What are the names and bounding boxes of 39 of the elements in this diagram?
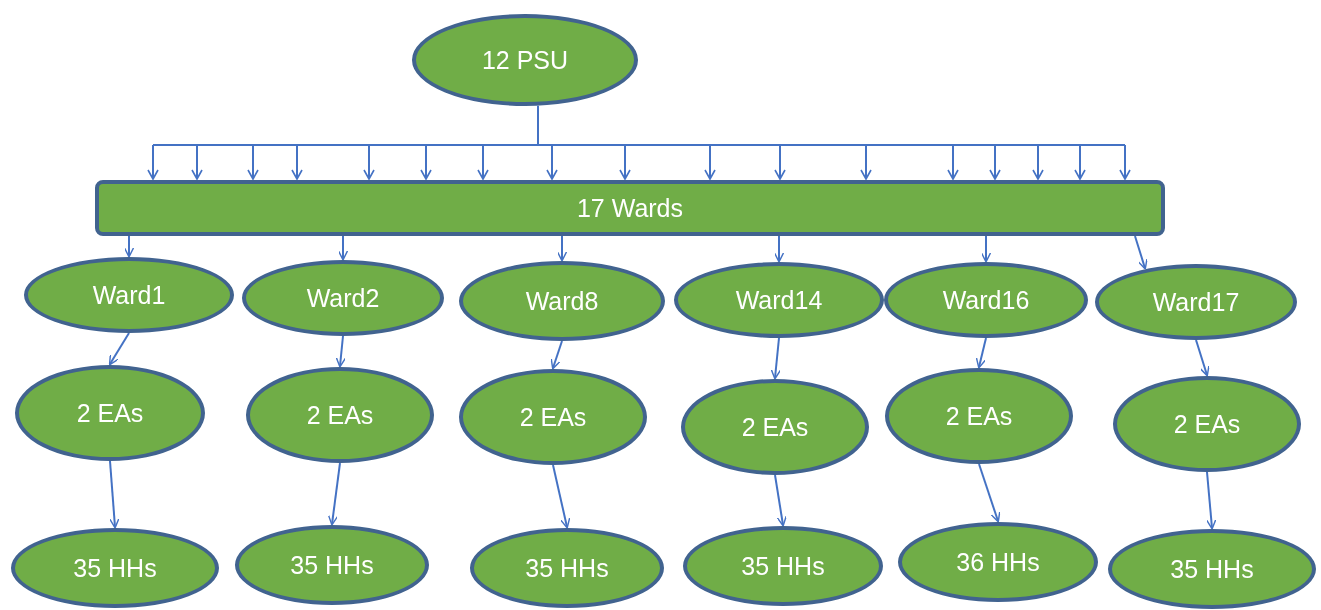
node-label: Ward14 [735,285,823,315]
node-label: 17 Wards [576,193,684,223]
arrow [980,235,992,263]
node-label: 35 HHs [741,551,825,581]
arrow [335,335,346,368]
node-label: Ward16 [942,285,1030,315]
branching-arrow [147,104,1131,181]
arrow [773,235,785,263]
arrow [327,462,341,526]
node-label: 12 PSU [481,45,569,75]
arrow [978,463,1001,523]
node-label: 2 EAs [76,398,144,428]
node-label: Ward2 [306,283,380,313]
node-label: 36 HHs [956,547,1040,577]
arrow [552,464,571,529]
node-label: 35 HHs [290,550,374,580]
node-label: Ward8 [525,286,599,316]
arrow [770,337,781,380]
node-label: Ward17 [1152,287,1240,317]
node-label: Ward1 [92,280,166,310]
node-label: 2 EAs [519,402,587,432]
arrow [109,460,120,529]
arrow [1195,339,1210,377]
arrow [337,235,349,261]
bar-node [95,180,1165,236]
arrow [975,337,987,369]
node-label: 2 EAs [306,400,374,430]
node-label: 35 HHs [73,553,157,583]
arrow [1206,471,1217,530]
arrow [556,235,568,262]
node-label: 35 HHs [525,553,609,583]
arrow [123,235,135,258]
arrow [108,332,130,366]
node-label: 2 EAs [1173,409,1241,439]
arrow [550,340,563,370]
arrow [774,474,787,527]
node-label: 2 EAs [741,412,809,442]
node-label: 2 EAs [945,401,1013,431]
node-label: 35 HHs [1170,554,1254,584]
